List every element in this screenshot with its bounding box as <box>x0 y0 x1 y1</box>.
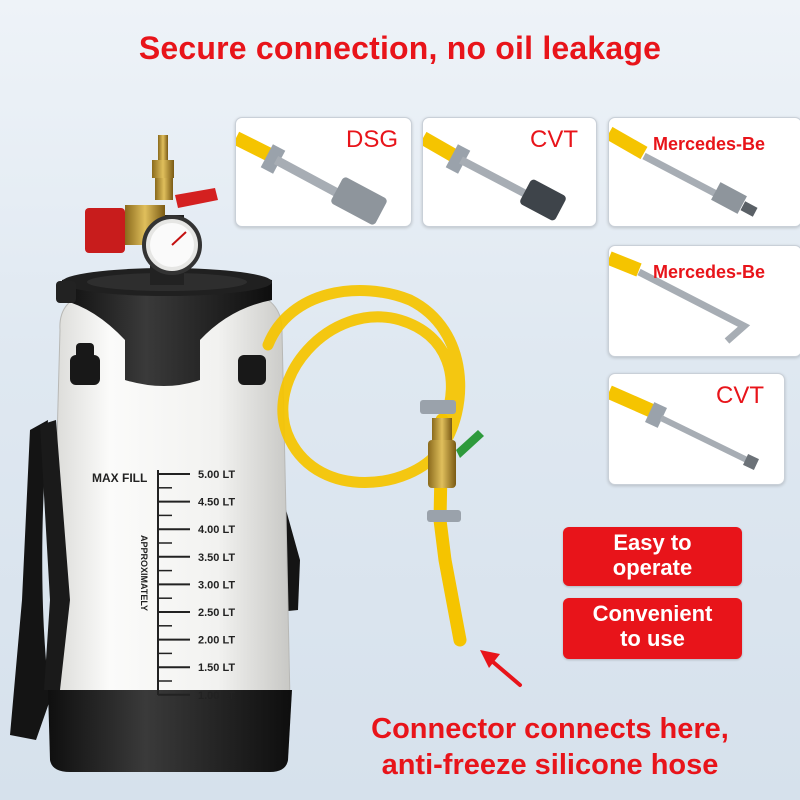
adapter-card-mercedes-2: Mercedes-Be <box>608 245 800 357</box>
scale-label: 2.50 LT <box>198 607 235 619</box>
adapter-label: Mercedes-Be <box>653 134 766 154</box>
scale-label: 5.00 LT <box>198 469 235 481</box>
green-valve-lever <box>456 430 484 458</box>
adapter-label: DSG <box>346 126 399 153</box>
scale-label: 1.00 LT <box>198 690 235 702</box>
caption-line: anti-freeze silicone hose <box>381 749 719 781</box>
feature-badge-convenient: Convenient to use <box>563 598 742 659</box>
volume-scale <box>157 470 190 696</box>
badge-line: Convenient <box>592 601 713 626</box>
adapter-card-cvt: CVT <box>422 117 597 227</box>
scale-label: 4.50 LT <box>198 497 235 509</box>
adapter-cvt-image <box>609 385 759 470</box>
adapter-card-cvt-2: CVT <box>608 373 785 485</box>
scale-label: 4.00 LT <box>198 524 235 536</box>
badge-line: to use <box>620 626 685 651</box>
adapter-card-dsg: DSG <box>235 117 412 227</box>
adapter-dsg-image <box>236 131 387 225</box>
adapter-card-mercedes-1: Mercedes-Be <box>608 117 800 227</box>
strap <box>40 420 70 690</box>
red-valve-handle <box>175 188 218 208</box>
adapter-mercedes-image <box>609 251 751 344</box>
adapter-label: CVT <box>716 382 764 409</box>
ball-valve <box>428 440 456 488</box>
feature-badge-easy: Easy to operate <box>563 527 742 586</box>
adapter-label: Mercedes-Be <box>653 262 766 282</box>
adapter-mercedes-image <box>609 126 758 217</box>
adapter-label: CVT <box>530 126 578 153</box>
badge-line: Easy to <box>613 530 692 555</box>
badge-line: operate <box>612 555 693 580</box>
pointer-arrow <box>480 650 522 687</box>
headline: Secure connection, no oil leakage <box>138 30 662 66</box>
caption: Connector connects here, anti-freeze sil… <box>300 711 800 783</box>
scale-label: 3.50 LT <box>198 552 235 564</box>
bottle-base <box>48 690 292 772</box>
strap <box>10 420 50 740</box>
scale-label: 1.50 LT <box>198 662 235 674</box>
side-knob <box>238 355 266 385</box>
regulator <box>85 208 125 253</box>
adapter-cvt-image <box>423 131 566 221</box>
yellow-hose <box>262 285 466 488</box>
caption-line: Connector connects here, <box>371 713 729 745</box>
funnel-top <box>62 270 272 386</box>
side-knob <box>70 355 100 385</box>
approximately-label: APPROXIMATELY <box>139 535 149 611</box>
scale-label: 3.00 LT <box>198 579 235 591</box>
max-fill-label: MAX FILL <box>92 471 147 485</box>
scale-label: 2.00 LT <box>198 635 235 647</box>
